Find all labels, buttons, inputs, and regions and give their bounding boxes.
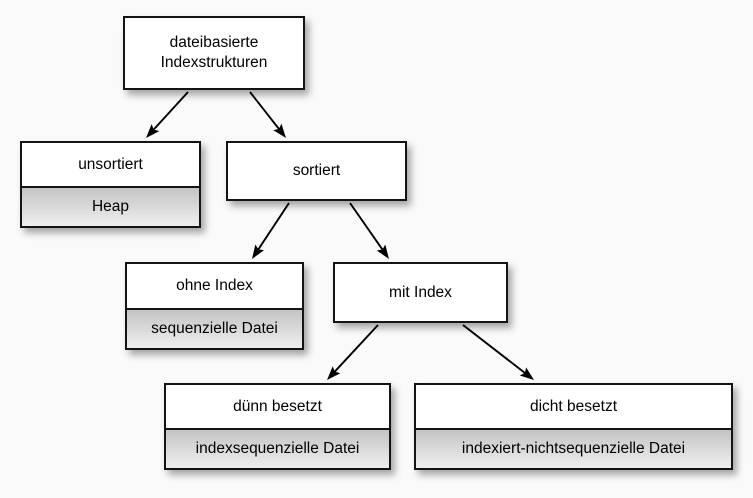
arrow-sortiert-to-mit-index — [349, 202, 389, 259]
arrow-root-to-unsortiert — [146, 91, 189, 138]
node-title-root: dateibasierte Indexstrukturen — [125, 18, 303, 88]
node-title-unsortiert: unsortiert — [22, 143, 199, 186]
node-title-ohne-index: ohne Index — [127, 264, 302, 308]
node-sortiert: sortiert — [226, 141, 407, 201]
node-subtitle-unsortiert: Heap — [22, 186, 199, 226]
node-mit-index: mit Index — [333, 262, 508, 323]
node-root: dateibasierte Indexstrukturen — [123, 16, 305, 90]
node-title-duenn-besetzt: dünn besetzt — [166, 385, 389, 428]
node-subtitle-dicht-besetzt: indexiert-nichtsequenzielle Datei — [416, 428, 731, 468]
arrow-mit-index-to-dicht — [462, 324, 534, 380]
node-subtitle-duenn-besetzt: indexsequenzielle Datei — [166, 428, 389, 468]
node-title-mit-index: mit Index — [335, 264, 506, 321]
node-title-dicht-besetzt: dicht besetzt — [416, 385, 731, 428]
arrow-sortiert-to-ohne-index — [252, 202, 290, 259]
arrow-root-to-sortiert — [249, 91, 286, 138]
node-title-sortiert: sortiert — [228, 143, 405, 199]
node-subtitle-ohne-index: sequenzielle Datei — [127, 308, 302, 348]
arrow-mit-index-to-duenn — [327, 324, 379, 380]
